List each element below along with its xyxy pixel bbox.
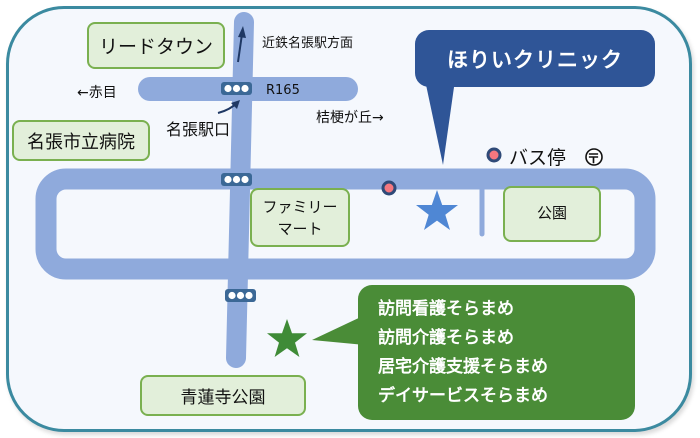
north-south-road	[226, 12, 254, 368]
place-hospital: 名張市立病院	[12, 120, 150, 161]
kikyogaoka-direction-label: 桔梗が丘→	[316, 110, 384, 126]
service-item: デイサービスそらまめ	[378, 386, 548, 406]
traffic-signal-icon	[225, 289, 256, 302]
traffic-signal-icon	[221, 82, 252, 95]
clinic-star-icon	[416, 190, 458, 230]
route-label: R165	[266, 83, 300, 98]
station-arrow-icon	[217, 100, 240, 114]
akame-direction-label: ←赤目	[77, 85, 117, 101]
place-park: 公園	[503, 186, 601, 242]
service-item: 訪問看護そらまめ	[378, 299, 514, 319]
soramame-star-icon	[267, 319, 307, 357]
soramame-callout: 訪問看護そらまめ 訪問介護そらまめ 居宅介護支援そらまめ デイサービスそらまめ	[358, 285, 635, 420]
service-item: 訪問介護そらまめ	[378, 328, 514, 348]
clinic-callout-pointer	[425, 80, 455, 165]
post-office-mark: 〒	[587, 152, 601, 167]
bus-stop-label: バス停	[509, 147, 567, 169]
kintetsu-direction-label: 近鉄名張駅方面	[262, 36, 354, 51]
nabari-eki-guchi-label: 名張駅口	[166, 120, 231, 139]
post-office-icon	[585, 148, 603, 166]
place-reed-town: リードタウン	[87, 22, 225, 69]
bus-stop-marker-icon	[381, 180, 397, 196]
loop-road	[35, 168, 656, 280]
north-arrow-icon	[237, 26, 246, 63]
traffic-signal-icon	[221, 173, 252, 186]
place-familymart: ファミリー マート	[250, 188, 350, 247]
service-item: 居宅介護支援そらまめ	[378, 357, 548, 377]
place-shorenji-park: 青蓮寺公園	[140, 375, 306, 416]
soramame-callout-pointer	[312, 315, 365, 345]
bus-stop-marker-icon	[486, 147, 502, 163]
clinic-callout: ほりいクリニック	[415, 30, 655, 87]
